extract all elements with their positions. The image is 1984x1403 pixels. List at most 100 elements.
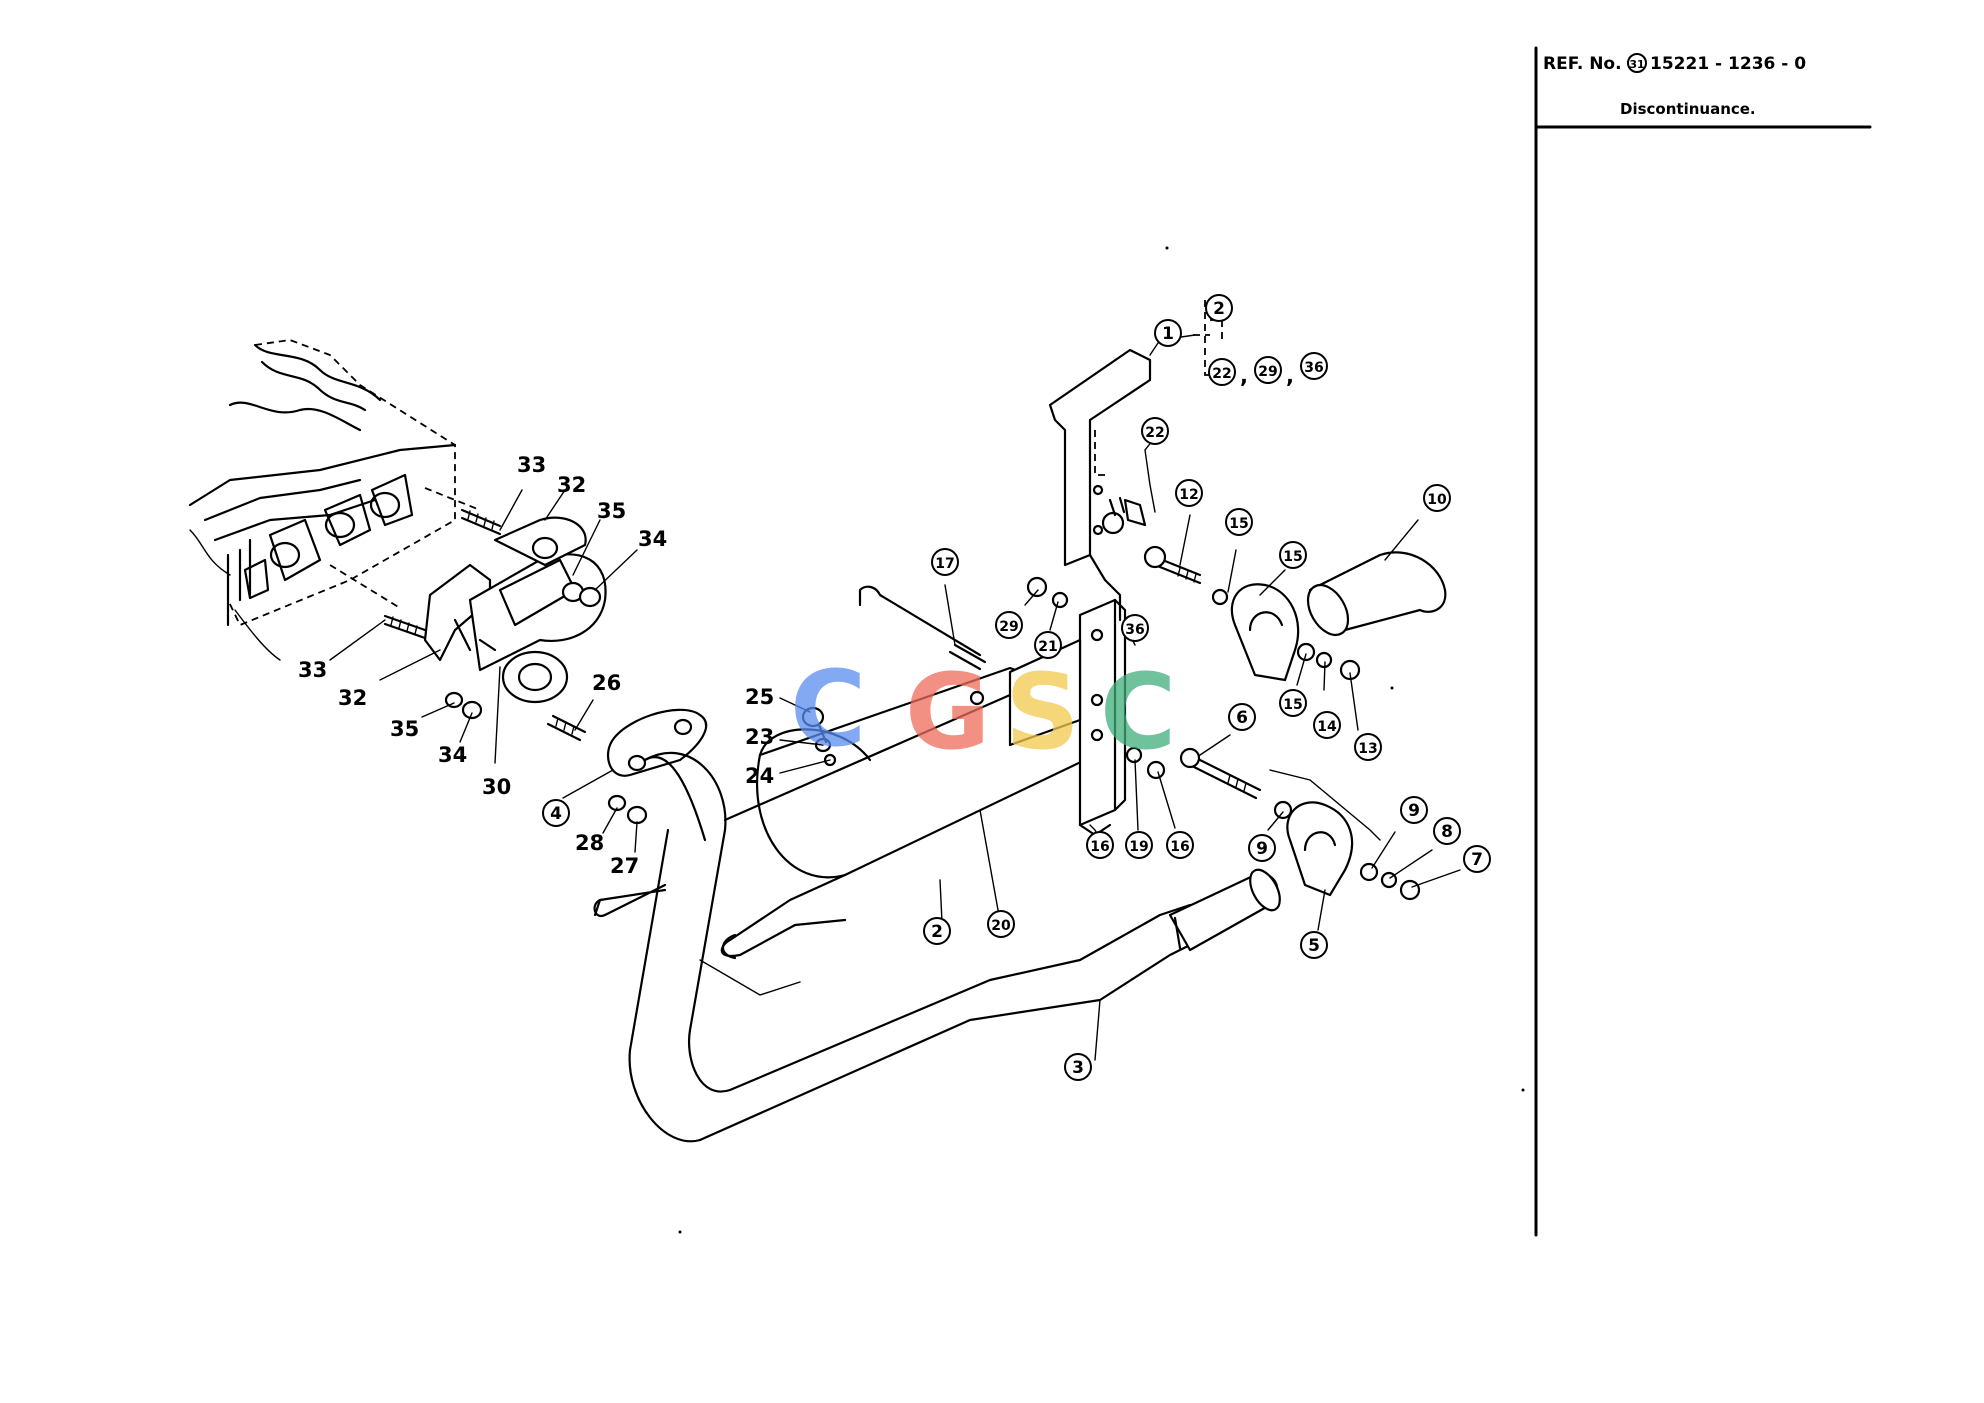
callout-circle-20 — [987, 910, 1015, 938]
label-35-upper: 35 — [597, 499, 626, 523]
callout-number-22: 22 — [1145, 425, 1164, 441]
label-28: 28 — [575, 831, 604, 855]
callout-number-36: 36 — [1304, 360, 1323, 376]
lower-clamp — [1125, 746, 1421, 901]
callout-circle-7 — [1463, 845, 1491, 873]
label-30: 30 — [482, 775, 511, 799]
ref-label: REF. No. — [1543, 54, 1622, 74]
callout-number-29: 29 — [999, 619, 1018, 635]
callout-circle-12 — [1175, 479, 1203, 507]
callout-circle-22 — [1141, 417, 1169, 445]
label-34-lower: 34 — [438, 743, 467, 767]
ref-circle-number: 31 — [1629, 58, 1644, 71]
label-27: 27 — [610, 854, 639, 878]
callout-circle-2 — [923, 917, 951, 945]
engine-block — [188, 339, 457, 661]
tail-pipe — [1168, 868, 1281, 952]
callout-number-36: 36 — [1125, 622, 1144, 638]
label-26: 26 — [592, 671, 621, 695]
label-23: 23 — [745, 725, 774, 749]
callout-circle-9 — [1400, 796, 1428, 824]
callout-number-17: 17 — [935, 556, 954, 572]
callout-number-29: 29 — [1258, 364, 1277, 380]
callout-circle-5 — [1300, 931, 1328, 959]
callout-number-3: 3 — [1072, 1058, 1084, 1078]
callout-number-2: 2 — [1213, 299, 1225, 319]
callout-number-15: 15 — [1283, 549, 1302, 565]
tail-deflector — [1306, 551, 1447, 636]
callout-number-22: 22 — [1212, 366, 1231, 382]
label-32-lower: 32 — [338, 686, 367, 710]
ref-circle — [1627, 53, 1647, 73]
callout-number-15: 15 — [1229, 516, 1248, 532]
ref-number: 15221 - 1236 - 0 — [1650, 54, 1806, 74]
callout-circle-14 — [1313, 711, 1341, 739]
callout-number-21: 21 — [1038, 639, 1057, 655]
label-33-upper: 33 — [517, 453, 546, 477]
callout-circle-15 — [1279, 541, 1307, 569]
callout-circle-9 — [1248, 834, 1276, 862]
callout-circle-19 — [1125, 831, 1153, 859]
upper-clamp — [1026, 496, 1361, 682]
callout-circle-36 — [1121, 614, 1149, 642]
callout-circle-17 — [931, 548, 959, 576]
plain-labels: 33 32 35 34 33 32 35 34 30 26 28 27 25 2… — [298, 364, 1294, 878]
callout-circle-6 — [1228, 703, 1256, 731]
callout-number-9: 9 — [1256, 839, 1268, 859]
label-35-lower: 35 — [390, 717, 419, 741]
callout-circle-15 — [1225, 508, 1253, 536]
callout-circle-15 — [1279, 689, 1307, 717]
callout-circle-29 — [1254, 356, 1282, 384]
scan-specks — [678, 246, 1525, 1234]
callout-circle-1 — [1154, 319, 1182, 347]
separator-comma-2: , — [1286, 364, 1294, 388]
callout-number-8: 8 — [1441, 822, 1453, 842]
callout-number-20: 20 — [991, 918, 1011, 934]
label-34-upper: 34 — [638, 527, 667, 551]
callout-circle-29 — [995, 611, 1023, 639]
callout-number-12: 12 — [1179, 487, 1198, 503]
label-32-upper: 32 — [557, 473, 586, 497]
muffler — [699, 666, 1087, 996]
watermark-letter-s: S — [1005, 651, 1080, 773]
callout-circle-21 — [1034, 631, 1062, 659]
leader-lines — [329, 334, 1461, 1061]
callout-number-10: 10 — [1427, 492, 1447, 508]
exhaust-manifold — [423, 516, 607, 704]
callout-number-14: 14 — [1317, 719, 1337, 735]
callout-number-9: 9 — [1408, 801, 1420, 821]
callout-number-4: 4 — [550, 804, 562, 824]
callout-number-19: 19 — [1129, 839, 1148, 855]
callout-circle-13 — [1354, 733, 1382, 761]
rod-and-bolts — [801, 585, 987, 767]
title-block: REF. No. 31 15221 - 1236 - 0 Discontinua… — [1534, 46, 1872, 1237]
callout-circle-36 — [1300, 352, 1328, 380]
watermark: C G S C — [790, 648, 1176, 773]
watermark-letter-c2: C — [1100, 651, 1176, 773]
callout-circle-3 — [1064, 1053, 1092, 1081]
callout-number-6: 6 — [1236, 708, 1248, 728]
callout-number-13: 13 — [1358, 741, 1377, 757]
callout-circle-2 — [1205, 294, 1233, 322]
callout-circle-16 — [1086, 831, 1114, 859]
callout-number-16: 16 — [1090, 839, 1109, 855]
discontinuance-note: Discontinuance. — [1620, 100, 1756, 118]
watermark-letter-g: G — [905, 651, 990, 773]
hanger-bracket — [1008, 348, 1152, 837]
callout-circle-22 — [1208, 358, 1236, 386]
callout-circle-8 — [1433, 817, 1461, 845]
callout-number-15: 15 — [1283, 697, 1302, 713]
callout-number-2: 2 — [931, 922, 943, 942]
callout-number-7: 7 — [1471, 850, 1483, 870]
label-33-lower: 33 — [298, 658, 327, 682]
callout-number-5: 5 — [1308, 936, 1320, 956]
callout-circle-16 — [1166, 831, 1194, 859]
callout-number-1: 1 — [1162, 324, 1174, 344]
watermark-letter-c1: C — [790, 648, 866, 770]
label-25: 25 — [745, 685, 774, 709]
label-24: 24 — [745, 764, 774, 788]
callout-circle-4 — [542, 799, 570, 827]
callout-circle-10 — [1423, 484, 1451, 512]
